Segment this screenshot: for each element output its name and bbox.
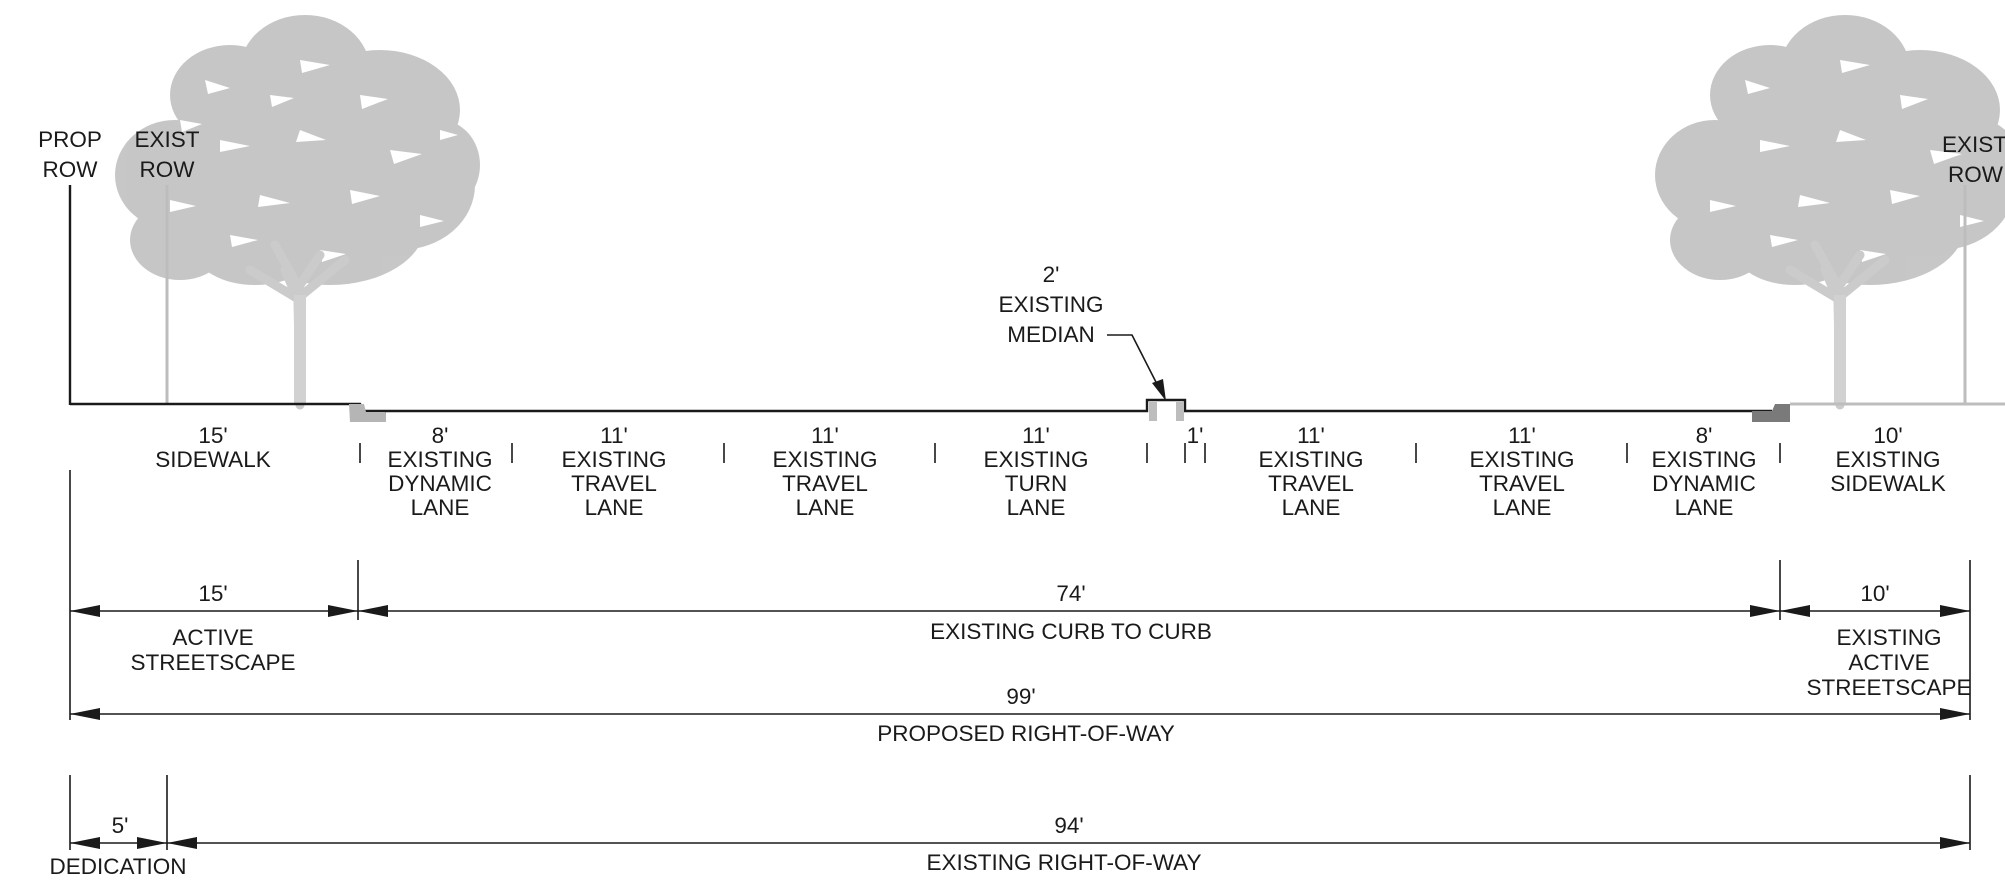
travel-lane-2-width: 11' (811, 423, 839, 448)
turn-lane-label-1: EXISTING (983, 447, 1088, 472)
dimension-arrow-icon (137, 837, 167, 849)
active-streetscape-label-2: STREETSCAPE (130, 650, 295, 675)
dynamic-lane-right-label-2: DYNAMIC (1652, 471, 1756, 496)
travel-lane-1-label-3: LANE (585, 495, 644, 520)
dimension-arrow-icon (70, 837, 100, 849)
existing-row-width: 94' (1054, 813, 1083, 838)
dimension-arrow-icon (167, 837, 197, 849)
dimension-arrow-icon (1940, 708, 1970, 720)
sidewalk-right-width: 10' (1873, 423, 1902, 448)
median-fill-right (1176, 402, 1184, 421)
left-sidewalk-surface (70, 402, 385, 413)
travel-lane-3-label-3: LANE (1282, 495, 1341, 520)
travel-lane-4-label-3: LANE (1493, 495, 1552, 520)
exist-row-right-label-2: ROW (1948, 162, 2004, 187)
turn-lane-label-2: TURN (1005, 471, 1068, 496)
dimension-arrow-icon (1940, 837, 1970, 849)
median-label-1: 2' (1043, 262, 1060, 287)
sidewalk-right-label-1: EXISTING (1835, 447, 1940, 472)
dimension-extension-lines (69, 470, 1971, 850)
curb-to-curb-label: EXISTING CURB TO CURB (930, 619, 1212, 644)
dynamic-lane-left-width: 8' (432, 423, 449, 448)
sidewalk-left-label: SIDEWALK (155, 447, 270, 472)
existing-row-label: EXISTING RIGHT-OF-WAY (927, 850, 1202, 875)
right-curb (1752, 404, 1790, 422)
dynamic-lane-right-label-1: EXISTING (1651, 447, 1756, 472)
active-streetscape-width: 15' (198, 581, 227, 606)
travel-lane-3-width: 11' (1297, 423, 1325, 448)
median-label-2: EXISTING (998, 292, 1103, 317)
curb-to-curb-width: 74' (1056, 581, 1085, 606)
ground-profile (68, 185, 2005, 422)
travel-lane-2-label-3: LANE (796, 495, 855, 520)
travel-lane-1-label-2: TRAVEL (571, 471, 657, 496)
travel-lane-2-label-2: TRAVEL (782, 471, 868, 496)
tree-left-icon (115, 15, 480, 410)
dimension-arrow-icon (1940, 605, 1970, 617)
median-fill-left (1149, 402, 1157, 421)
dynamic-lane-left-label-3: LANE (411, 495, 470, 520)
left-curb (349, 404, 386, 422)
travel-lane-4-width: 11' (1508, 423, 1536, 448)
turn-lane-width: 11' (1022, 423, 1050, 448)
travel-lane-3-label-2: TRAVEL (1268, 471, 1354, 496)
travel-lane-1-width: 11' (600, 423, 628, 448)
dimension-arrow-icon (328, 605, 358, 617)
existing-active-streetscape-label-2: ACTIVE (1848, 650, 1929, 675)
sidewalk-right-label-2: SIDEWALK (1830, 471, 1945, 496)
travel-lane-2-label-1: EXISTING (772, 447, 877, 472)
dimension-row-2 (70, 708, 1970, 720)
dimension-arrow-icon (70, 708, 100, 720)
travel-lane-3-label-1: EXISTING (1258, 447, 1363, 472)
dimension-arrow-icon (1780, 605, 1810, 617)
dynamic-lane-right-width: 8' (1696, 423, 1713, 448)
sidewalk-left-width: 15' (198, 423, 227, 448)
prop-row-label-1: PROP (38, 127, 102, 152)
exist-row-left-label-2: ROW (140, 157, 196, 182)
dimension-row-3 (70, 837, 1970, 849)
proposed-row-label: PROPOSED RIGHT-OF-WAY (877, 721, 1175, 746)
turn-lane-label-3: LANE (1007, 495, 1066, 520)
active-streetscape-label-1: ACTIVE (172, 625, 253, 650)
dynamic-lane-left-label-2: DYNAMIC (388, 471, 492, 496)
exist-row-right-label-1: EXIST (1942, 132, 2005, 157)
existing-active-streetscape-width: 10' (1860, 581, 1889, 606)
dynamic-lane-right-label-3: LANE (1675, 495, 1734, 520)
proposed-row-width: 99' (1006, 684, 1035, 709)
exist-row-left-label-1: EXIST (134, 127, 199, 152)
prop-row-label-2: ROW (43, 157, 99, 182)
median-leader-line (1107, 334, 1161, 391)
dimension-arrow-icon (1750, 605, 1780, 617)
travel-lane-4-label-2: TRAVEL (1479, 471, 1565, 496)
dimension-arrow-icon (70, 605, 100, 617)
median-label-3: MEDIAN (1007, 322, 1095, 347)
median-gap-width: 1' (1187, 423, 1204, 448)
roadway-surface (385, 398, 1772, 413)
median-leader-arrow (1152, 379, 1166, 401)
dimension-arrow-icon (358, 605, 388, 617)
existing-active-streetscape-label-3: STREETSCAPE (1806, 675, 1971, 700)
dedication-label: DEDICATION (49, 854, 186, 879)
travel-lane-4-label-1: EXISTING (1469, 447, 1574, 472)
dedication-width: 5' (112, 813, 129, 838)
existing-active-streetscape-label-1: EXISTING (1836, 625, 1941, 650)
dimension-row-1 (70, 605, 1970, 617)
travel-lane-1-label-1: EXISTING (561, 447, 666, 472)
tree-right-icon (1655, 15, 2005, 410)
dynamic-lane-left-label-1: EXISTING (387, 447, 492, 472)
lane-divider-ticks (359, 443, 1781, 463)
